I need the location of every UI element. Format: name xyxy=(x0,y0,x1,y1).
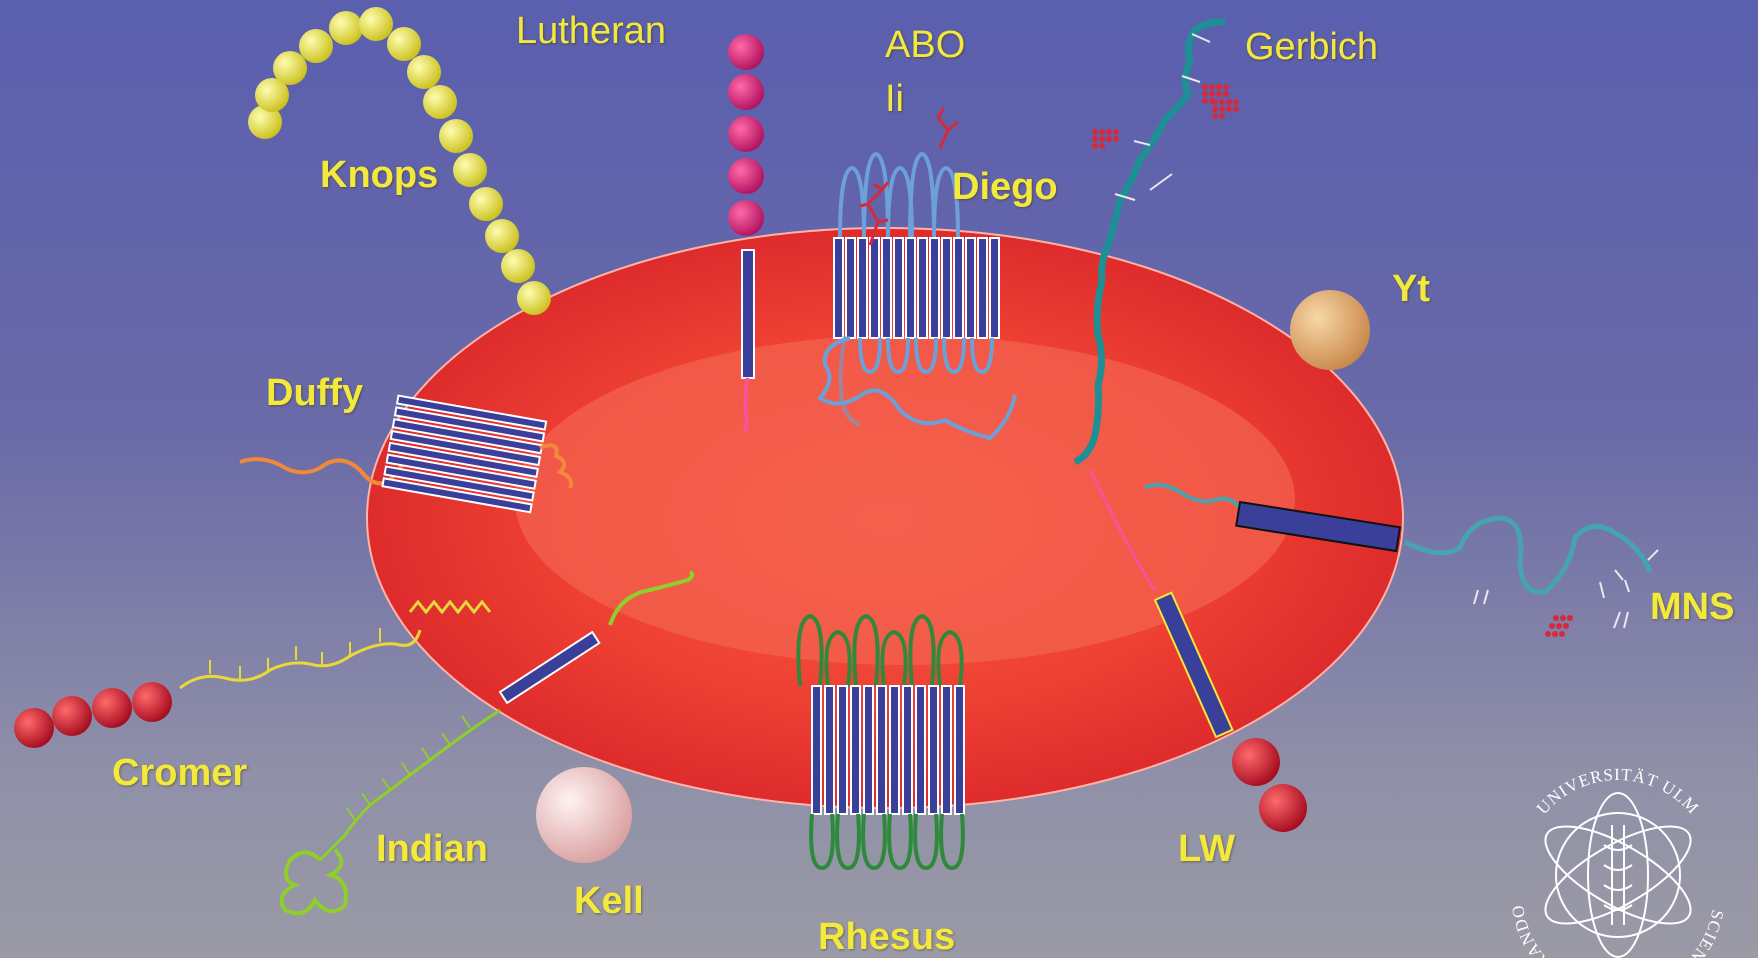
knops-bead-2 xyxy=(273,51,307,85)
label-abo: ABO xyxy=(885,26,965,64)
cromer-bead-1 xyxy=(52,696,92,736)
seal-top-text: UNIVERSITÄT ULM xyxy=(1533,765,1703,818)
lutheran-bead-1 xyxy=(728,74,764,110)
cromer-bead-3 xyxy=(132,682,172,722)
knops-bead-14 xyxy=(517,281,551,315)
seal-left-text: CURANDO xyxy=(1508,903,1573,958)
knops-bead-12 xyxy=(485,219,519,253)
label-cromer: Cromer xyxy=(112,754,247,792)
label-mns: MNS xyxy=(1650,588,1734,626)
knops-bead-7 xyxy=(407,55,441,89)
label-duffy: Duffy xyxy=(266,374,363,412)
cromer-bead-0 xyxy=(14,708,54,748)
label-lutheran: Lutheran xyxy=(516,12,666,50)
label-knops: Knops xyxy=(320,156,438,194)
lutheran-bead-4 xyxy=(728,200,764,236)
label-diego: Diego xyxy=(952,168,1058,206)
knops-bead-3 xyxy=(299,29,333,63)
knops-bead-6 xyxy=(387,27,421,61)
lutheran-bead-0 xyxy=(728,34,764,70)
lutheran-bead-2 xyxy=(728,116,764,152)
yt-sphere xyxy=(1290,290,1370,370)
label-yt: Yt xyxy=(1392,270,1430,308)
label-ii: Ii xyxy=(885,80,904,118)
knops-bead-11 xyxy=(469,187,503,221)
label-lw: LW xyxy=(1178,830,1235,868)
cromer-bead-2 xyxy=(92,688,132,728)
label-gerbich: Gerbich xyxy=(1245,28,1378,66)
kell-sphere xyxy=(536,767,632,863)
label-indian: Indian xyxy=(376,830,488,868)
knops-bead-10 xyxy=(453,153,487,187)
knops-bead-13 xyxy=(501,249,535,283)
lutheran-bead-3 xyxy=(728,158,764,194)
knops-bead-9 xyxy=(439,119,473,153)
university-seal: UNIVERSITÄT ULM CURANDO SCIENDO xyxy=(1486,733,1750,958)
label-kell: Kell xyxy=(574,882,644,920)
knops-bead-8 xyxy=(423,85,457,119)
knops-bead-5 xyxy=(359,7,393,41)
knops-bead-4 xyxy=(329,11,363,45)
label-rhesus: Rhesus xyxy=(818,918,955,956)
